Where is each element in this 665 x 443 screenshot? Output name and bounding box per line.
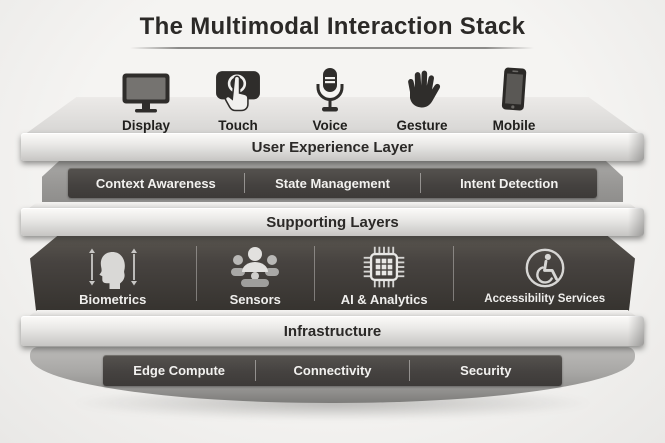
- ux-item-intent-detection: Intent Detection: [460, 175, 559, 191]
- ux-items-bar: Context Awareness State Management Inten…: [68, 168, 597, 198]
- modality-touch: Touch: [196, 57, 280, 133]
- layer-user-experience: User Experience Layer: [21, 133, 644, 161]
- service-label: Biometrics: [79, 291, 147, 307]
- separator: [255, 360, 257, 381]
- modality-gesture: Gesture: [380, 57, 464, 133]
- ux-item-state-management: State Management: [275, 175, 390, 191]
- hand-icon: [399, 64, 445, 114]
- modality-label: Mobile: [492, 118, 536, 133]
- monitor-icon: [121, 64, 171, 114]
- page-title: The Multimodal Interaction Stack: [139, 13, 526, 40]
- infra-item-connectivity: Connectivity: [293, 363, 372, 378]
- modality-label: Display: [121, 118, 171, 133]
- separator: [408, 360, 410, 381]
- infra-slab-topface: [28, 310, 637, 317]
- service-biometrics: Biometrics: [30, 236, 196, 311]
- title-divider: [130, 47, 534, 49]
- separator: [313, 246, 315, 301]
- separator: [243, 173, 245, 193]
- service-label: Sensors: [229, 291, 281, 307]
- supporting-services-panel: Biometrics Sensors: [30, 236, 635, 311]
- service-sensors: Sensors: [197, 236, 314, 311]
- microphone-icon: [313, 64, 347, 114]
- modality-display: Display: [104, 57, 188, 133]
- modalities-row: Display Touch: [104, 57, 556, 133]
- separator: [195, 246, 197, 301]
- service-ai-analytics: AI & Analytics: [315, 236, 453, 311]
- layer-infrastructure: Infrastructure: [21, 316, 644, 346]
- accessibility-icon: [522, 246, 568, 290]
- layer-label: Infrastructure: [283, 322, 382, 340]
- service-accessibility: Accessibility Services: [454, 236, 635, 311]
- layer-label: User Experience Layer: [251, 138, 414, 156]
- layer-label: Supporting Layers: [266, 213, 399, 231]
- modality-mobile: Mobile: [472, 57, 556, 133]
- infra-item-security: Security: [460, 363, 512, 378]
- biometrics-icon: [84, 245, 142, 289]
- infra-items-bar: Edge Compute Connectivity Security: [103, 355, 562, 386]
- modality-voice: Voice: [288, 57, 372, 133]
- touch-icon: [215, 64, 261, 114]
- modality-label: Voice: [312, 118, 348, 133]
- infra-item-edge-compute: Edge Compute: [133, 363, 226, 378]
- modality-label: Gesture: [396, 118, 448, 133]
- layer-supporting: Supporting Layers: [21, 208, 644, 236]
- ux-item-context-awareness: Context Awareness: [95, 175, 216, 191]
- modality-label: Touch: [218, 118, 258, 133]
- separator: [420, 173, 422, 193]
- service-label: Accessibility Services: [484, 293, 606, 305]
- ai-chip-icon: [360, 245, 408, 289]
- support-slab-topface: [28, 202, 637, 209]
- separator: [453, 246, 455, 301]
- sensors-icon: [229, 245, 281, 289]
- service-label: AI & Analytics: [340, 291, 428, 307]
- smartphone-icon: [499, 64, 529, 114]
